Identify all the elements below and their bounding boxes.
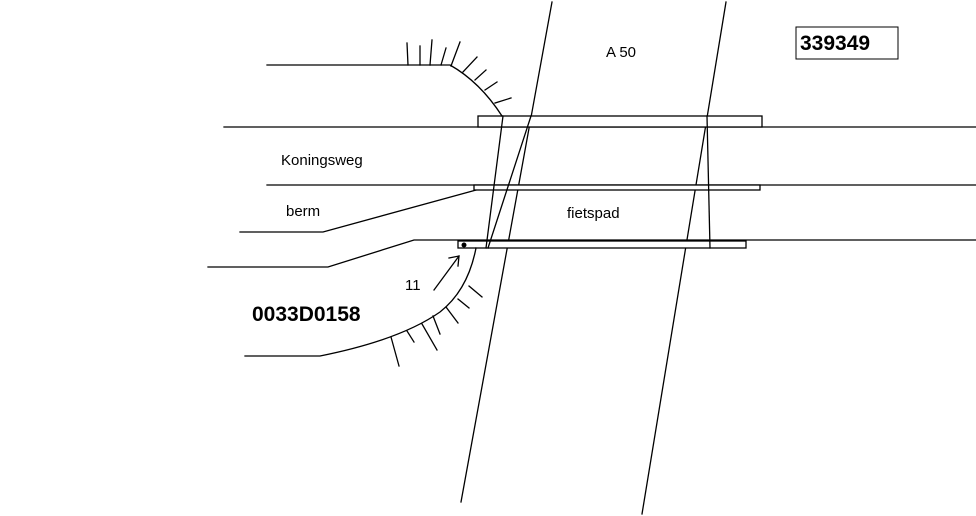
deck-plate-top [477, 115, 763, 128]
highway-label: A 50 [606, 44, 636, 61]
lower-slope-hatching [390, 285, 483, 367]
verge-edge [239, 189, 477, 233]
viaduct-edge-right [641, 1, 727, 515]
cycle-path-label: fietspad [567, 205, 620, 222]
object-code: 0033D0158 [252, 303, 361, 326]
arrow-icon [433, 255, 460, 291]
structure-id-box [795, 26, 899, 60]
viaduct-edge-left [460, 1, 553, 503]
lower-embankment [244, 247, 477, 357]
dot-marker-icon [461, 242, 467, 248]
verge-label: berm [286, 203, 320, 220]
road-label: Koningsweg [281, 152, 363, 169]
viaduct-edge-right-overlay [706, 115, 711, 249]
deck-plate-bottom [457, 240, 747, 249]
point-number-label: 11 [405, 277, 421, 294]
deck-plate-middle [473, 184, 761, 191]
upper-slope-hatching [406, 39, 512, 104]
viaduct-edge-left-overlay [487, 115, 532, 249]
upper-embankment [266, 64, 503, 117]
abutment-line [485, 115, 504, 249]
structure-id: 339349 [800, 32, 870, 55]
cycle-path-edge [207, 239, 976, 268]
